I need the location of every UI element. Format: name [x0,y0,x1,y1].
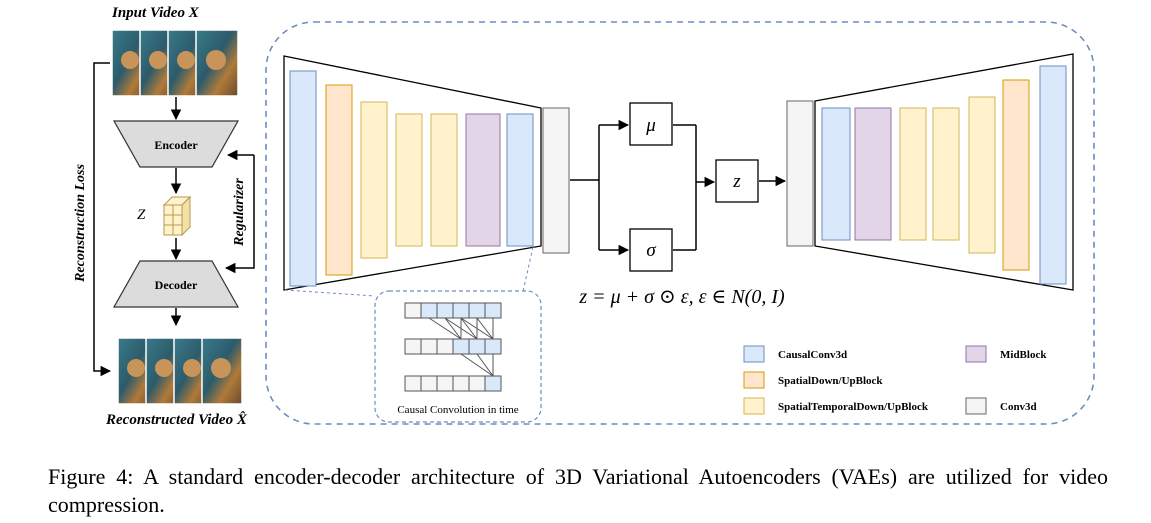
causalconv3d-block [1039,65,1067,285]
z-box [715,159,759,203]
causal-conv-inset-label: Causal Convolution in time [397,404,518,416]
vae-architecture-diagram: Input Video X Encoder Z Decoder Regulari… [73,5,1095,428]
spatial-up-block [1002,79,1030,271]
decoder-label: Decoder [155,278,198,292]
regularizer-label: Regularizer [232,178,247,247]
decoder-block [112,260,240,308]
legend-swatch-causalconv3d [743,345,765,363]
legend-label-causalconv3d: CausalConv3d [778,349,847,361]
reconstructed-video-frames [117,337,243,405]
encoder-funnel [283,55,542,291]
input-video-label: Input Video X [111,5,200,21]
spatial-down-block [325,84,353,276]
spatiotemporal-up-block [932,107,960,241]
legend: CausalConv3d SpatialDown/UpBlock Spatial… [743,345,1047,415]
spatiotemporal-down-block [395,113,423,247]
z-box-label: z [732,171,741,192]
sigma-box [629,228,673,272]
causalconv3d-block [821,107,851,241]
causal-conv-grid [404,302,502,392]
figure-caption-label: Figure 4: [48,464,134,489]
reparam-equation: z = μ + σ ⊙ ε, ε ∈ N(0, I) [578,286,785,308]
midblock [854,107,892,241]
legend-swatch-midblock [965,345,987,363]
legend-swatch-conv3d [965,397,987,415]
spatiotemporal-up-block [899,107,927,241]
spatiotemporal-down-block [430,113,458,247]
reconstruction-loss-label: Reconstruction Loss [73,164,88,283]
legend-label-spatiotemporal: SpatialTemporalDown/UpBlock [778,401,929,413]
causalconv3d-block [289,70,317,287]
latent-z-label: Z [137,207,146,223]
conv3d-block [786,100,814,247]
reconstructed-video-label: Reconstructed Video X̂ [105,410,248,428]
mu-box [629,102,673,146]
legend-swatch-spatiotemporal [743,397,765,415]
latent-cube-icon [162,195,192,237]
causalconv3d-block [506,113,534,247]
encoder-label: Encoder [154,138,198,152]
conv3d-block [542,107,570,254]
legend-label-conv3d: Conv3d [1000,401,1037,413]
figure-caption-text: A standard encoder-decoder architecture … [48,464,1108,517]
figure-caption: Figure 4: A standard encoder-decoder arc… [48,463,1108,519]
legend-swatch-spatial [743,371,765,389]
input-video-frames [111,29,239,97]
encoder-block [112,120,240,168]
decoder-funnel [814,53,1074,291]
spatiotemporal-down-block [360,101,388,259]
legend-label-midblock: MidBlock [1000,349,1047,361]
legend-label-spatial: SpatialDown/UpBlock [778,375,883,387]
spatiotemporal-up-block [968,96,996,254]
midblock [465,113,501,247]
architecture-panel [265,21,1095,425]
mu-label: μ [645,115,656,136]
sigma-label: σ [646,240,656,261]
